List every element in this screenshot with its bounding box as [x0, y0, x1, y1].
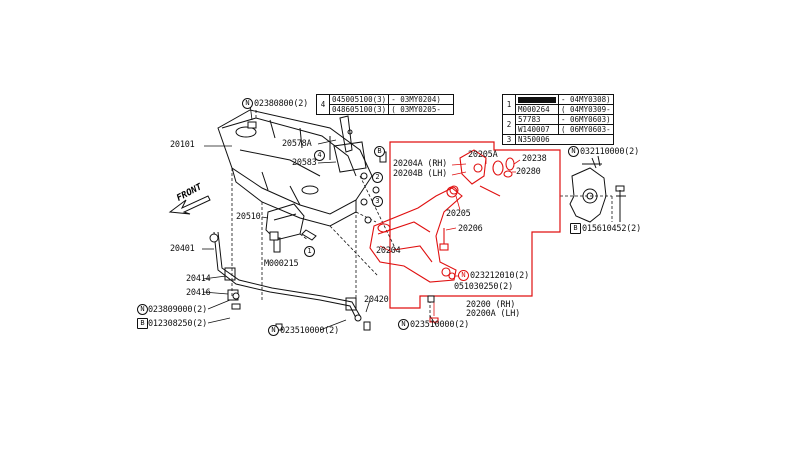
badge-n: N — [242, 98, 253, 109]
table-cell: - 03MY0204) — [388, 94, 455, 105]
table-cell: M000264 — [515, 104, 559, 115]
label-032110000: 032110000(2) — [580, 147, 640, 157]
row-index: 3 — [502, 134, 516, 145]
badge-n: N — [268, 325, 279, 336]
badge-4: 4 — [314, 150, 325, 161]
label-20510: 20510 — [236, 212, 261, 222]
row-index: 4 — [316, 94, 330, 115]
table-cell: W140007 — [515, 124, 559, 135]
label-023212010: 023212010(2) — [470, 271, 530, 281]
badge-3: 3 — [372, 196, 383, 207]
label-015610452: 015610452(2) — [582, 224, 642, 234]
label-20204b-lh: 20204B (LH) — [393, 169, 448, 179]
label-20414: 20414 — [186, 274, 211, 284]
badge-2: 2 — [372, 172, 383, 183]
front-arrow — [168, 195, 211, 215]
label-023809000: 023809000(2) — [148, 305, 208, 315]
table-cell: - 06MY0603) — [558, 114, 614, 125]
table-row: W140007 ( 06MY0603- — [503, 124, 614, 135]
table-row: 048605100(3) ( 03MY0205- — [317, 104, 455, 115]
badge-n: N — [458, 270, 469, 281]
table-row: 2 57783 - 06MY0603) — [502, 114, 614, 135]
label-20101: 20101 — [170, 140, 195, 150]
label-20578a: 20578A — [282, 139, 312, 149]
steering-knuckle — [569, 155, 626, 223]
table-row: 3 N350006 — [502, 134, 614, 145]
table-cell: N350006 — [515, 134, 614, 145]
table-cell: 045005100(3) — [328, 94, 390, 105]
badge-b: B — [570, 223, 581, 234]
label-20401: 20401 — [170, 244, 195, 254]
callout-lines — [202, 103, 437, 331]
label-20200a-lh: 20200A (LH) — [466, 309, 521, 319]
label-20280: 20280 — [516, 167, 541, 177]
redacted-part-number — [518, 97, 556, 103]
table-cell: ( 03MY0205- — [388, 104, 455, 115]
badge-1: 1 — [304, 246, 315, 257]
row-index: 1 — [502, 94, 516, 115]
label-20200-rh: 20200 (RH) — [466, 300, 516, 310]
table-row: 1 - 04MY0308) — [502, 94, 614, 115]
label-20204a-rh: 20204A (RH) — [393, 159, 448, 169]
fasteners — [209, 121, 435, 331]
table-cell: ( 06MY0603- — [558, 124, 614, 135]
label-051030250: 051030250(2) — [454, 282, 514, 292]
bracket-20578a — [333, 115, 367, 173]
table-cell: - 04MY0308) — [558, 94, 614, 105]
label-0238080000: 02380800(2) — [254, 99, 309, 109]
table-cell: 048605100(3) — [328, 104, 390, 115]
label-20205: 20205 — [446, 209, 471, 219]
badge-b: B — [374, 146, 385, 157]
label-023510000-a: 023510000(2) — [280, 326, 340, 336]
table-cell: ( 04MY0309- — [558, 104, 614, 115]
badge-n: N — [398, 319, 409, 330]
bolt-table-left: 4 045005100(3) - 03MY0204) 048605100(3) … — [316, 94, 455, 115]
label-023510000-b: 023510000(2) — [410, 320, 470, 330]
bolt-table-right: 1 - 04MY0308) M000264 ( 04MY0309- 2 5778… — [502, 94, 614, 145]
label-20204: 20204 — [376, 246, 401, 256]
table-row: M000264 ( 04MY0309- — [503, 104, 614, 115]
leader-lines — [231, 110, 613, 318]
label-20583: 20583 — [292, 158, 317, 168]
red-callout-lines — [379, 158, 521, 316]
table-cell: 57783 — [515, 114, 559, 125]
label-20420: 20420 — [364, 295, 389, 305]
label-20416: 20416 — [186, 288, 211, 298]
badge-n: N — [568, 146, 579, 157]
label-20238: 20238 — [522, 154, 547, 164]
badge-n: N — [137, 304, 148, 315]
lower-arm-group — [389, 141, 561, 309]
label-012308250: 012308250(2) — [148, 319, 208, 329]
lower-control-arm — [369, 186, 463, 283]
label-20206: 20206 — [458, 224, 483, 234]
row-index: 2 — [502, 114, 516, 135]
label-20205a: 20205A — [468, 150, 498, 160]
label-m000215: M000215 — [264, 259, 299, 269]
table-row: 4 045005100(3) - 03MY0204) — [316, 94, 455, 115]
badge-b: B — [137, 318, 148, 329]
table-cell — [515, 94, 559, 105]
